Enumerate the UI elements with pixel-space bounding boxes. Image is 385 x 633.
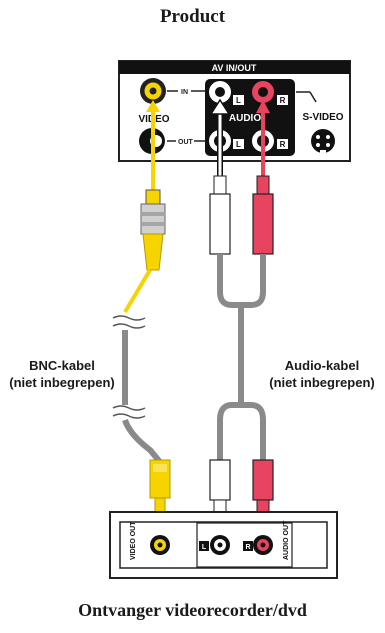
bnc-cable [112,189,171,521]
device-video-plug-highlight [153,464,167,472]
bnc-connector-body [140,203,166,235]
top-red-plug-body [252,193,274,255]
bnc-cable-label-line-1: BNC-kabel [29,358,95,373]
audio-in-right-tag-text: R [280,96,286,105]
audio-cable-bottom-loop [217,402,266,460]
out-label: OUT [178,139,194,146]
red-insert-arrowhead [256,100,270,113]
white-insert-arrowhead [209,98,231,115]
audio-out-right-tag-text: R [280,140,286,149]
audio-out-right-tag [277,139,288,149]
device-audio-right-jack-pin [260,542,266,548]
device-right-tag-text: R [245,544,250,551]
bottom-red-plug-body [252,459,274,501]
bnc-connector-ridge [141,212,165,216]
bottom-white-plug-body [209,459,231,501]
device-left-tag-text: L [202,544,207,551]
av-panel-header-bar [119,61,350,74]
audio-cable [209,175,274,521]
bnc-cable-label: BNC-kabel (niet inbegrepen) [4,357,120,391]
bnc-boot [142,233,164,271]
audio-out-left-tag-text: L [236,140,241,149]
audio-in-left-tag-text: L [236,96,241,105]
bnc-cable-break-top-2 [112,323,146,329]
bnc-cable-label-line-2: (niet inbegrepen) [9,375,115,390]
svideo-jack-pin-4 [326,143,330,147]
device-video-out-jack-pin [157,542,163,548]
av-panel-title: AV IN/OUT [212,63,257,73]
audio-in-left-jack-pin [215,87,225,97]
device-audio-out-label: AUDIO OUT [283,520,290,560]
svideo-leader-line-diag [309,91,317,103]
svideo-jack-pin-3 [316,143,320,147]
audio-cable-label-line-2: (niet inbegrepen) [269,375,375,390]
svideo-label: S-VIDEO [302,112,343,123]
audio-label: AUDIO [229,113,261,124]
svideo-jack-pin-1 [316,135,320,139]
audio-cable-label-line-1: Audio-kabel [284,358,360,373]
svideo-jack-key [320,150,326,154]
in-label: IN [181,89,188,96]
audio-in-left-tag [233,95,244,105]
bnc-connector-ridge-2 [141,222,165,226]
audio-out-left-tag [233,139,244,149]
video-insert-arrowhead [146,100,160,112]
device-right-tag [243,541,253,551]
svideo-jack-pin-2 [326,135,330,139]
device-audio-left-jack-pin [217,542,223,548]
svideo-jack [311,129,335,153]
bnc-cable-break-top [112,315,146,321]
top-red-plug-tip [256,175,270,195]
audio-cable-label: Audio-kabel (niet inbegrepen) [262,357,382,391]
receiver-title: Ontvanger videorecorder/dvd [78,600,307,620]
bnc-cable-break-bottom-2 [112,413,146,419]
product-title: Product [159,6,226,27]
audio-in-right-jack-pin [258,87,268,97]
audio-in-right-tag [277,95,288,105]
video-in-jack-pin [149,87,157,95]
bnc-cable-grey-bend [122,418,163,464]
top-white-plug-body [209,193,231,255]
receiver-device: VIDEO OUT L R AUDIO OUT [109,511,338,579]
device-left-tag [199,541,209,551]
bnc-top-tip [145,189,161,205]
bnc-cable-yellow-segment [123,268,152,314]
top-white-plug-tip [213,175,227,195]
audio-cable-top-loop [217,254,266,308]
device-video-out-label: VIDEO OUT [130,521,137,560]
bnc-cable-break-bottom [112,405,146,411]
